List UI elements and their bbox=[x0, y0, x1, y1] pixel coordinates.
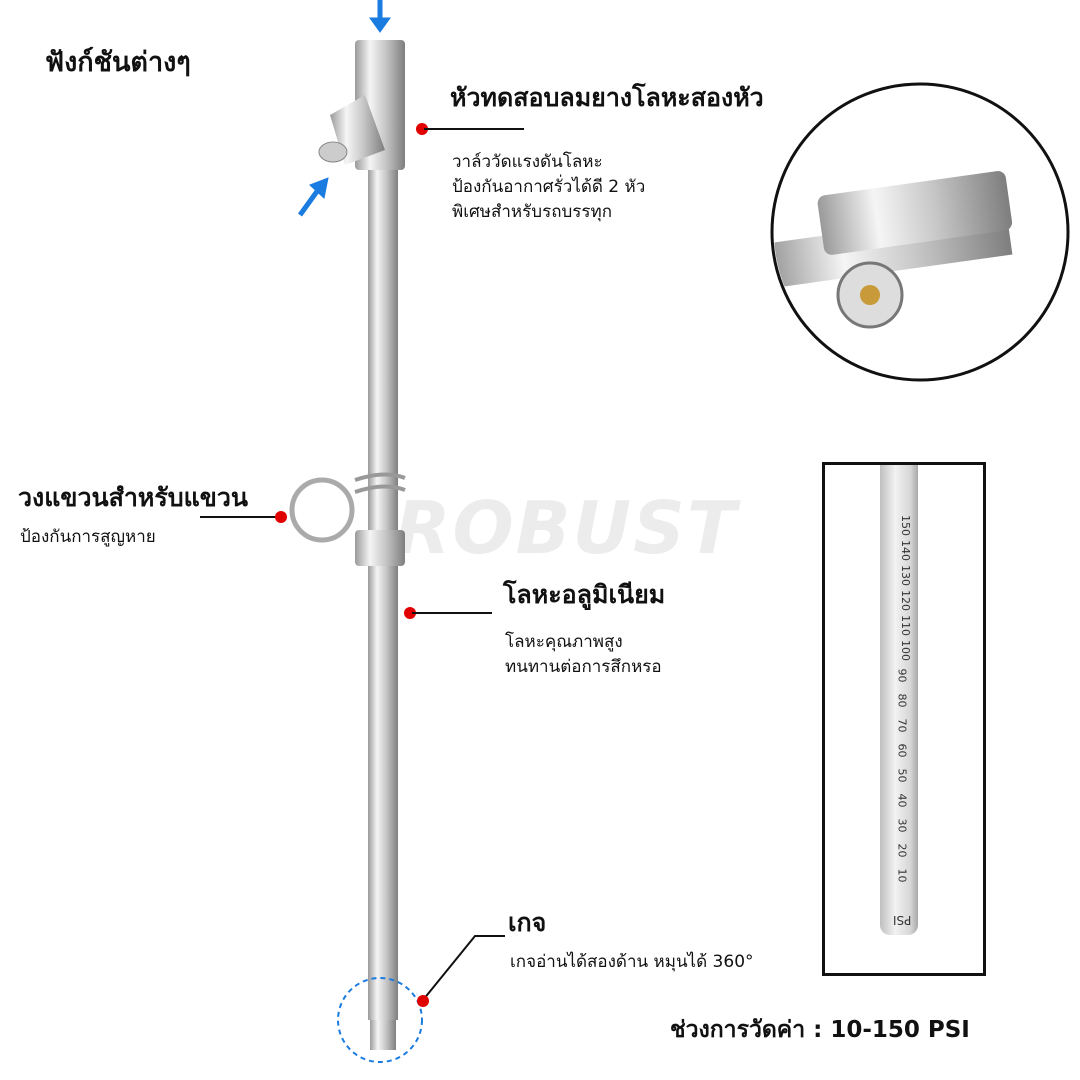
gauge-tick-label: 40 bbox=[895, 793, 909, 807]
gauge-tick-label: 120 bbox=[899, 589, 912, 611]
gauge-tick-label: 10 bbox=[895, 868, 909, 882]
desc-line: ทนทานต่อการสึกหรอ bbox=[505, 657, 662, 677]
feature-heading-ring: วงแขวนสำหรับแขวน bbox=[18, 483, 248, 512]
gauge-tick: 120 bbox=[889, 590, 912, 611]
feature-heading-aluminium: โลหะอลูมิเนียม bbox=[503, 580, 666, 609]
watermark: ROBUST bbox=[395, 486, 738, 570]
gauge-tick: 150 bbox=[889, 515, 912, 536]
gauge-tick: 50 bbox=[889, 765, 909, 785]
gauge-highlight-circle bbox=[337, 977, 423, 1063]
gauge-tick: 40 bbox=[889, 790, 909, 810]
feature-desc-gauge: เกจอ่านได้สองด้าน หมุนได้ 360° bbox=[510, 952, 754, 972]
callout-line bbox=[422, 935, 505, 1001]
feature-desc-ring: ป้องกันการสูญหาย bbox=[20, 527, 156, 547]
gauge-tick: 90 bbox=[889, 665, 909, 685]
gauge-tick-label: 140 bbox=[899, 539, 912, 561]
gauge-tick: 110 bbox=[889, 615, 912, 636]
gauge-tick-label: 110 bbox=[899, 614, 912, 636]
callout-dot bbox=[275, 511, 287, 523]
gauge-tick-label: 90 bbox=[895, 668, 909, 682]
gauge-tick: 10 bbox=[889, 865, 909, 885]
page-title: ฟังก์ชันต่างๆ bbox=[45, 47, 191, 78]
gauge-tick-label: 100 bbox=[899, 639, 912, 661]
arrow-icon bbox=[297, 0, 391, 217]
callout-dot bbox=[417, 995, 429, 1007]
callout-line bbox=[424, 128, 524, 130]
desc-line: ป้องกันอากาศรั่วได้ดี 2 หัว bbox=[452, 177, 646, 197]
desc-line: พิเศษสำหรับรถบรรทุก bbox=[452, 202, 613, 222]
gauge-tick: 100 bbox=[889, 640, 912, 661]
gauge-tick: 30 bbox=[889, 815, 909, 835]
desc-line: วาล์ววัดแรงดันโลหะ bbox=[452, 152, 603, 172]
gauge-unit: PSI bbox=[893, 913, 912, 927]
gauge-tick-label: 80 bbox=[895, 693, 909, 707]
gauge-tick: 140 bbox=[889, 540, 912, 561]
callout-line bbox=[200, 516, 280, 518]
callout-line bbox=[412, 612, 492, 614]
feature-heading-gauge: เกจ bbox=[508, 908, 547, 937]
desc-line: โลหะคุณภาพสูง bbox=[505, 632, 623, 652]
gauge-tick: 60 bbox=[889, 740, 909, 760]
callout-dot bbox=[404, 607, 416, 619]
range-label: ช่วงการวัดค่า : 10-150 PSI bbox=[670, 1017, 970, 1043]
gauge-tick-label: 150 bbox=[899, 514, 912, 536]
feature-heading-dual-head: หัวทดสอบลมยางโลหะสองหัว bbox=[450, 83, 764, 112]
gauge-tick-label: 20 bbox=[895, 843, 909, 857]
feature-desc-dual-head: วาล์ววัดแรงดันโลหะ ป้องกันอากาศรั่วได้ดี… bbox=[452, 150, 645, 225]
gauge-tick-label: 60 bbox=[895, 743, 909, 757]
gauge-tick: 80 bbox=[889, 690, 909, 710]
gauge-tick-label: 30 bbox=[895, 818, 909, 832]
gauge-scale-closeup: 150 140 130 120 110 100 90 80 70 60 50 40 30 20 10 PSI bbox=[822, 462, 986, 976]
callout-dot bbox=[416, 123, 428, 135]
gauge-tick-label: 50 bbox=[895, 768, 909, 782]
feature-desc-aluminium: โลหะคุณภาพสูง ทนทานต่อการสึกหรอ bbox=[505, 630, 662, 680]
gauge-tick-label: 130 bbox=[899, 564, 912, 586]
gauge-tick: 70 bbox=[889, 715, 909, 735]
gauge-tick: 130 bbox=[889, 565, 912, 586]
gauge-tick-label: 70 bbox=[895, 718, 909, 732]
gauge-tick: 20 bbox=[889, 840, 909, 860]
